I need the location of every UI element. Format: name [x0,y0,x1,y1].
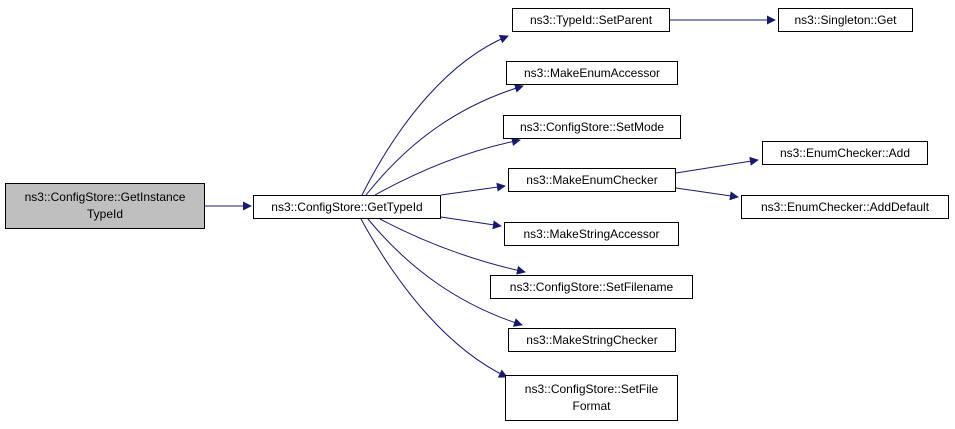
node-label: Format [572,399,611,413]
node-label: ns3::ConfigStore::SetMode [519,119,665,134]
edge-makeenumchecker-to-enumchecker-adddefault [675,187,739,201]
node-label: ns3::MakeEnumChecker [526,172,658,187]
node-label: ns3::MakeStringAccessor [523,226,660,241]
edge-gettypeid-to-setparent [361,34,509,196]
edge-gettypeid-to-makestringaccessor [440,216,502,230]
edge-gettypeid-to-setmode [374,137,521,196]
node-makestringaccessor[interactable]: ns3::MakeStringAccessor [504,222,679,246]
node-makeenumchecker[interactable]: ns3::MakeEnumChecker [508,168,676,192]
node-label: ns3::EnumChecker::AddDefault [760,199,930,214]
node-label: ns3::EnumChecker::Add [779,145,911,160]
node-setparent[interactable]: ns3::TypeId::SetParent [512,8,670,32]
node-label: ns3::ConfigStore::SetFile [524,382,659,396]
edge-gettypeid-to-makeenumaccessor [365,84,524,196]
node-label: ns3::TypeId::SetParent [529,12,653,27]
node-label: ns3::Singleton::Get [794,12,897,27]
node-makeenumaccessor[interactable]: ns3::MakeEnumAccessor [506,61,678,85]
node-setmode[interactable]: ns3::ConfigStore::SetMode [503,115,681,139]
node-label: TypeId [86,207,124,221]
edge-gettypeid-to-makestringchecker [367,218,523,327]
node-label: ns3::ConfigStore::SetFilename [509,279,674,294]
node-makestringchecker[interactable]: ns3::MakeStringChecker [508,328,676,352]
edge-gettypeid-to-makeenumchecker [440,182,506,196]
edge-gettypeid-to-setfileformat [360,218,508,378]
node-setfilename[interactable]: ns3::ConfigStore::SetFilename [490,275,693,299]
edge-makeenumchecker-to-enumchecker-add [675,156,759,174]
node-enumchecker-add[interactable]: ns3::EnumChecker::Add [762,141,928,165]
node-label: ns3::ConfigStore::GetTypeId [271,199,423,214]
node-label: ns3::ConfigStore::GetInstance [24,190,186,204]
node-gettypeid[interactable]: ns3::ConfigStore::GetTypeId [253,195,441,219]
node-enumchecker-adddefault[interactable]: ns3::EnumChecker::AddDefault [741,195,949,219]
edge-gettypeid-to-setfilename [379,218,526,275]
node-label: ns3::MakeStringChecker [526,332,658,347]
node-singleton-get[interactable]: ns3::Singleton::Get [778,8,913,32]
node-label: ns3::MakeEnumAccessor [523,65,661,80]
